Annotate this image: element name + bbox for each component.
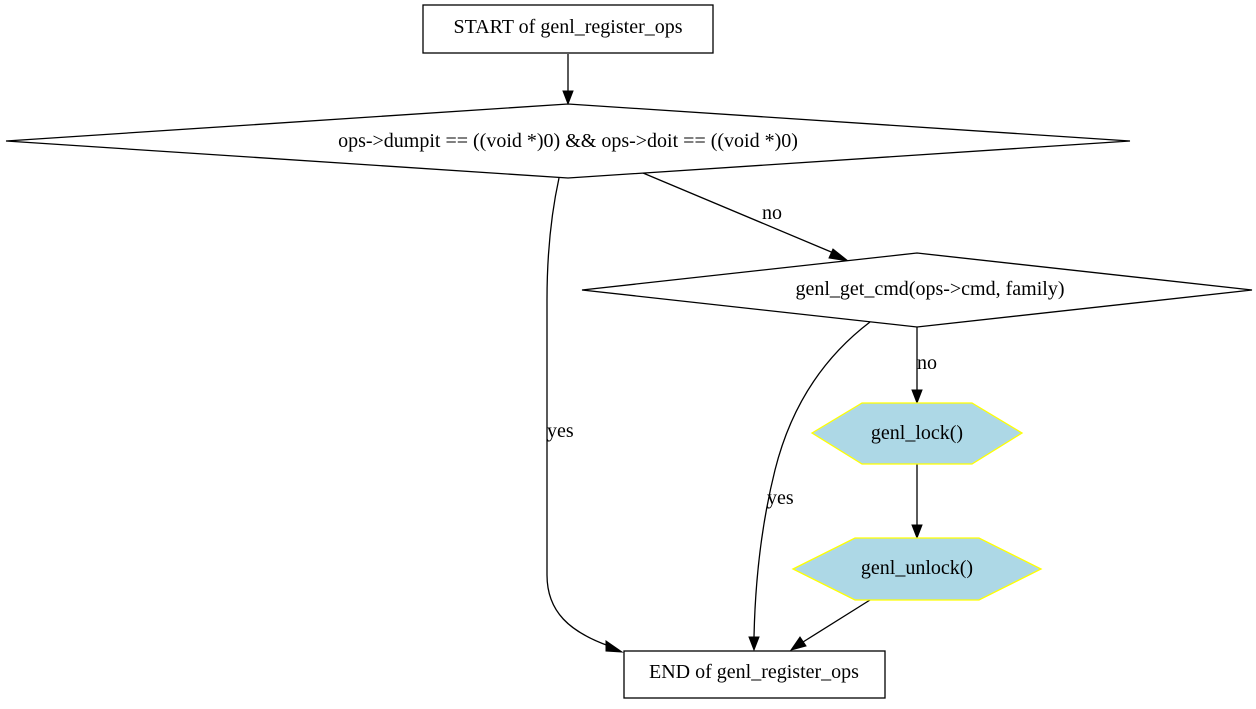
- end-node-label: END of genl_register_ops: [649, 661, 859, 683]
- end-node: END of genl_register_ops: [623, 650, 886, 699]
- hexagon-genl-unlock: [791, 537, 1043, 601]
- decision-node-ops-null-check-label: ops->dumpit == ((void *)0) && ops->doit …: [338, 130, 798, 152]
- start-node-label: START of genl_register_ops: [453, 16, 682, 38]
- decision-node-genl-get-cmd: genl_get_cmd(ops->cmd, family): [581, 252, 1253, 328]
- edge-label-cond1-yes: yes: [547, 420, 574, 442]
- process-node-genl-unlock-label: genl_unlock(): [861, 557, 973, 579]
- edge-label-cond2-yes: yes: [767, 487, 794, 509]
- process-node-genl-unlock: genl_unlock(): [791, 537, 1043, 601]
- hexagon-genl-lock: [810, 402, 1024, 465]
- edge-label-cond1-no: no: [762, 202, 782, 224]
- edge-lock-to-unlock: [911, 464, 923, 540]
- edge-cond1-to-cond2: no: [642, 172, 850, 262]
- decision-node-genl-get-cmd-label: genl_get_cmd(ops->cmd, family): [796, 278, 1065, 300]
- decision-node-ops-null-check: ops->dumpit == ((void *)0) && ops->doit …: [5, 103, 1131, 179]
- edge-cond1-to-end: yes: [546, 177, 624, 653]
- start-node: START of genl_register_ops: [422, 4, 714, 54]
- edge-cond2-to-lock: no: [911, 327, 937, 405]
- process-node-genl-lock-label: genl_lock(): [871, 422, 963, 444]
- edge-label-cond2-no: no: [917, 352, 937, 374]
- edge-cond2-to-end: yes: [748, 321, 871, 652]
- process-node-genl-lock: genl_lock(): [810, 402, 1024, 465]
- edge-unlock-to-end: [789, 599, 871, 651]
- edge-start-to-cond1: [562, 54, 574, 106]
